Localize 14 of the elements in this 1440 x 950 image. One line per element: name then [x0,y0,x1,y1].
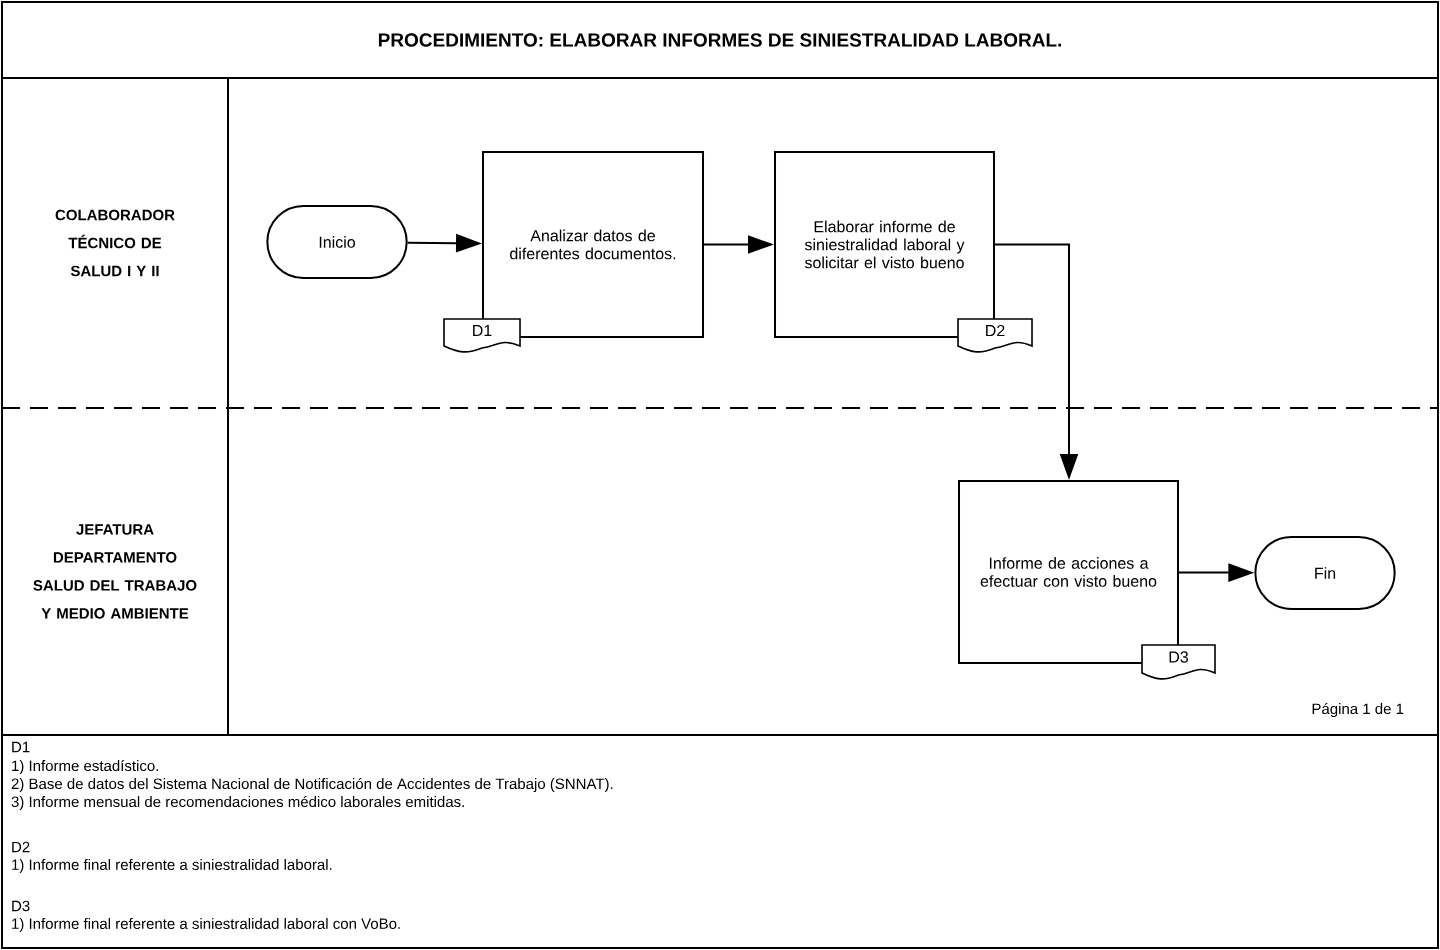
lane-label: COLABORADOR TÉCNICO DE SALUD I Y II [55,209,175,277]
note-text: 1) Informe final referente a siniestralidad laboral con VoBo. [12,918,400,932]
page-number: Página 1 de 1 [1312,702,1404,718]
terminator: Fin [1254,536,1396,610]
note-text: D1 [12,741,30,753]
note-text: 3) Informe mensual de recomendaciones médico laborales emitidas. [11,795,464,811]
note-text: 1) Informe final referente a siniestralidad laboral. [12,859,332,873]
note-text: 1) Informe estadístico. [12,759,158,775]
note-text: D2 [12,841,30,853]
note-text: D3 [12,900,30,912]
title: PROCEDIMIENTO: ELABORAR INFORMES DE SINIESTRALIDAD LABORAL. [378,33,1062,47]
terminator: Inicio [266,205,408,279]
note-text: 2) Base de datos del Sistema Nacional de Notificación de Accidentes de Trabajo (SNNAT). [11,777,613,793]
lane-label: JEFATURA DEPARTAMENTO SALUD DEL TRABAJO Y MEDIO AMBIENTE [33,524,197,619]
